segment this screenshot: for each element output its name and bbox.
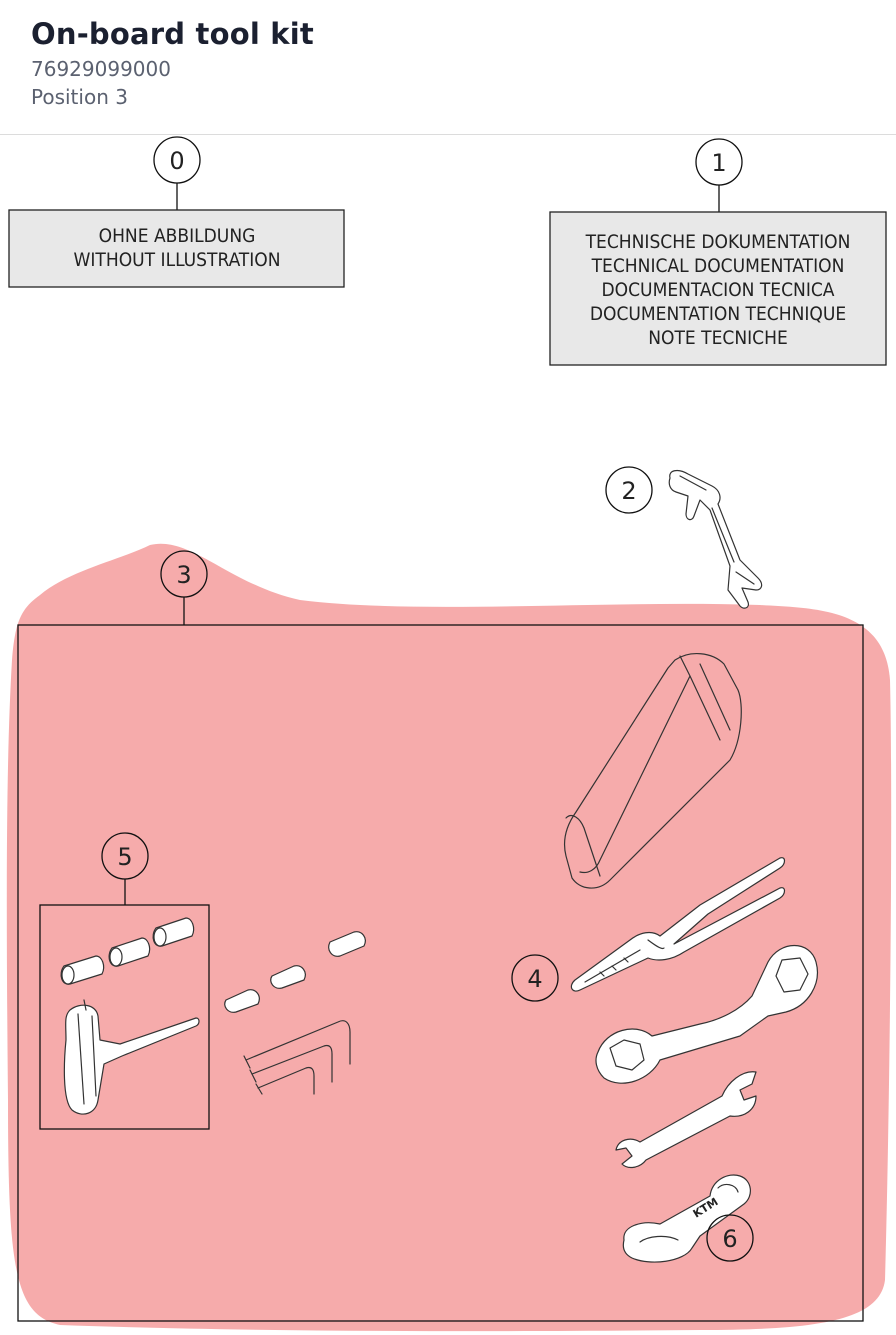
page-title: On-board tool kit (31, 17, 314, 51)
box-line: NOTE TECNICHE (648, 327, 788, 349)
without-illustration-box: OHNE ABBILDUNG WITHOUT ILLUSTRATION (8, 209, 345, 288)
box-line: TECHNISCHE DOKUMENTATION (585, 231, 851, 253)
hex-keys-illustration (243, 1020, 351, 1095)
svg-text:5: 5 (117, 843, 132, 871)
socket-set-illustration (60, 917, 195, 985)
technical-documentation-box: TECHNISCHE DOKUMENTATION TECHNICAL DOCUM… (549, 211, 887, 366)
tool-pouch-illustration (563, 653, 742, 889)
svg-text:4: 4 (527, 965, 542, 993)
double-ring-wrench-illustration (595, 945, 818, 1084)
box-line: DOCUMENTACION TECNICA (602, 279, 835, 301)
position-label: Position 3 (31, 85, 128, 109)
box-line: TECHNICAL DOCUMENTATION (591, 255, 845, 277)
part-number: 76929099000 (31, 57, 171, 81)
callout-6[interactable]: 6 (706, 1214, 754, 1262)
callout-1[interactable]: 1 (695, 138, 743, 186)
t-handle-screwdriver-illustration (63, 999, 200, 1115)
svg-text:1: 1 (711, 149, 726, 177)
pliers-illustration (570, 857, 786, 992)
bit-adapters-illustration (224, 931, 366, 1013)
callout-4[interactable]: 4 (511, 954, 559, 1002)
bracket-part-illustration (668, 469, 763, 609)
box-line: DOCUMENTATION TECHNIQUE (590, 303, 846, 325)
page-header: On-board tool kit 76929099000 Position 3 (0, 0, 896, 135)
box-line: WITHOUT ILLUSTRATION (73, 249, 280, 271)
t-handle-set-box (39, 904, 210, 1130)
svg-text:0: 0 (169, 147, 184, 175)
position-3-highlight[interactable] (6, 543, 892, 1332)
callout-2[interactable]: 2 (605, 466, 653, 514)
svg-text:2: 2 (621, 477, 636, 505)
open-end-wrench-illustration (615, 1071, 757, 1169)
svg-text:3: 3 (176, 561, 191, 589)
box-line: OHNE ABBILDUNG (99, 225, 256, 247)
svg-text:6: 6 (722, 1225, 737, 1253)
tool-kit-frame (17, 624, 864, 1322)
callout-0[interactable]: 0 (153, 136, 201, 184)
